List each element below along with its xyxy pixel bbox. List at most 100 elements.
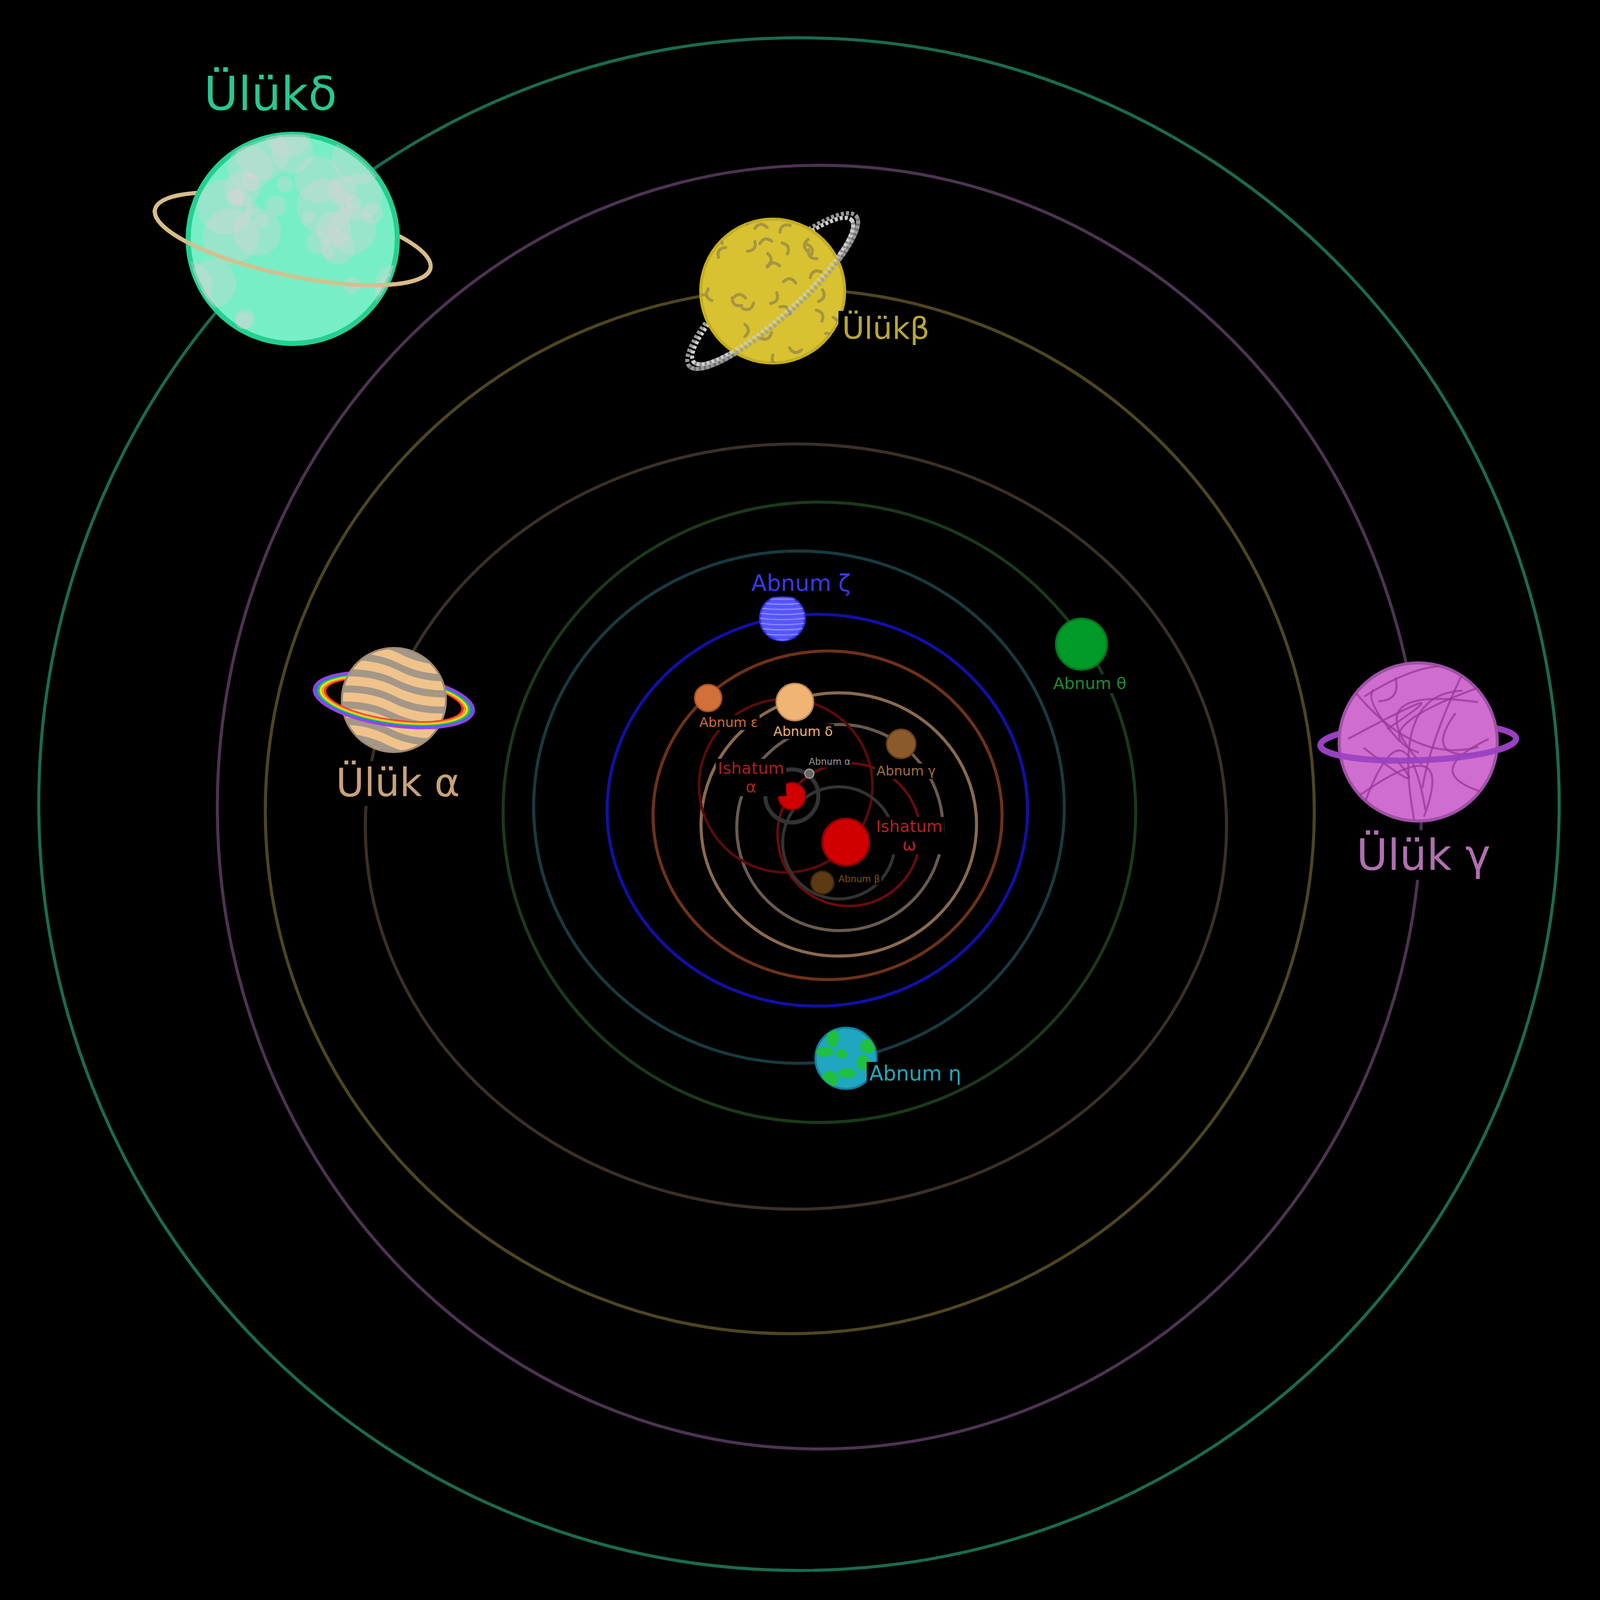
planet-detail (235, 309, 255, 330)
planet-detail (1320, 738, 1517, 764)
planet-detail (758, 608, 806, 610)
planet-detail (808, 268, 821, 278)
planet: Abnum ζ (758, 594, 806, 642)
planet-detail (335, 173, 383, 221)
planet-detail (742, 302, 756, 312)
planet-detail (710, 213, 716, 226)
planet-detail (816, 1046, 834, 1057)
planet-label: Ülük γ (1351, 830, 1496, 880)
planet-detail (226, 188, 246, 208)
planet-detail (372, 140, 394, 161)
planet-detail (670, 195, 875, 387)
planet-body (822, 818, 870, 866)
planet-detail (1422, 675, 1462, 789)
orbit-ring (533, 550, 1065, 1063)
planet-ring (147, 209, 431, 304)
planet-body (694, 684, 722, 712)
planet-body (693, 683, 723, 713)
orbit-ring (365, 443, 1227, 1210)
planet-detail (766, 253, 772, 266)
planet-detail (788, 347, 802, 354)
planet-detail (818, 289, 826, 303)
planet-ring (677, 201, 868, 381)
planet-detail (758, 603, 806, 605)
orbit-ring (652, 651, 1002, 980)
planet-detail (747, 241, 758, 253)
orbit-ring (38, 37, 1560, 1571)
planet-detail (769, 354, 779, 367)
planet: Ülük γ (1337, 661, 1499, 823)
planet: Abnum ε (693, 683, 723, 713)
planet-detail (835, 1048, 847, 1059)
planet-ring (1320, 738, 1517, 764)
planet-detail (254, 213, 270, 228)
planet-label: Ülük α (331, 761, 465, 807)
planet-label: Abnum β (837, 874, 882, 885)
planet: Abnum δ (775, 682, 815, 722)
planet-label: Abnum η (866, 1061, 964, 1086)
planet-body (885, 728, 917, 759)
planet-body (340, 646, 447, 754)
planet-detail (689, 215, 875, 387)
planet-body (811, 870, 835, 894)
planet-detail (266, 195, 287, 216)
planet-ring (310, 688, 474, 737)
planet-detail (310, 688, 474, 737)
planet-detail (1364, 666, 1440, 697)
planet: Abnum γ (885, 728, 917, 759)
planet-body (776, 683, 814, 721)
planet-detail (276, 176, 293, 192)
planet-body (1054, 617, 1108, 671)
planet-detail (781, 241, 791, 254)
planet-body (699, 217, 847, 365)
planet-body (758, 594, 806, 642)
planet-detail (707, 214, 718, 227)
orbit-ring (606, 614, 1028, 1007)
planet-body (810, 870, 835, 895)
planet-detail (758, 613, 806, 615)
planet-detail (326, 633, 462, 766)
planet-label: Abnum ε (697, 714, 760, 731)
planet-detail (777, 222, 790, 233)
planet-detail (806, 242, 814, 256)
planet-ring (689, 215, 875, 387)
planet-label: Abnum α (807, 756, 852, 768)
planet-detail (344, 633, 462, 669)
planet-detail (783, 277, 797, 283)
planet-body (886, 729, 916, 759)
planet-detail (363, 114, 408, 160)
planet: Ülük α (340, 646, 447, 754)
planet: Abnum β (810, 870, 835, 895)
planet-detail (758, 597, 806, 600)
planet-ring (670, 195, 875, 387)
planet-detail (758, 237, 772, 244)
planet-detail (770, 292, 780, 306)
orbit-ring (217, 165, 1422, 1450)
planet-body (1339, 662, 1498, 822)
planet-detail (1356, 765, 1433, 818)
planet-detail (758, 638, 806, 641)
orbit-ring (700, 692, 977, 957)
orbit-ring (265, 288, 1315, 1334)
planet-detail (729, 297, 742, 309)
planet-label: Ülükβ (838, 310, 934, 347)
planet-label: Ishatum α (715, 758, 787, 797)
planet-detail (693, 292, 705, 304)
planet-body (185, 131, 400, 347)
planet-detail (837, 353, 851, 360)
planet-detail (693, 213, 851, 367)
planet-detail (326, 730, 445, 766)
planet-body (775, 682, 815, 722)
planet-label: Ishatum ω (874, 817, 945, 855)
planet-detail (758, 628, 806, 631)
planet: Ishatum α (777, 781, 807, 811)
planet: Abnum α (804, 768, 815, 779)
planet-detail (826, 1028, 839, 1048)
planet-label: Ülükδ (198, 66, 343, 121)
planet-detail (758, 618, 806, 620)
planet-detail (187, 259, 237, 308)
planet-detail (734, 219, 748, 224)
planet: Abnum θ (1054, 617, 1108, 671)
